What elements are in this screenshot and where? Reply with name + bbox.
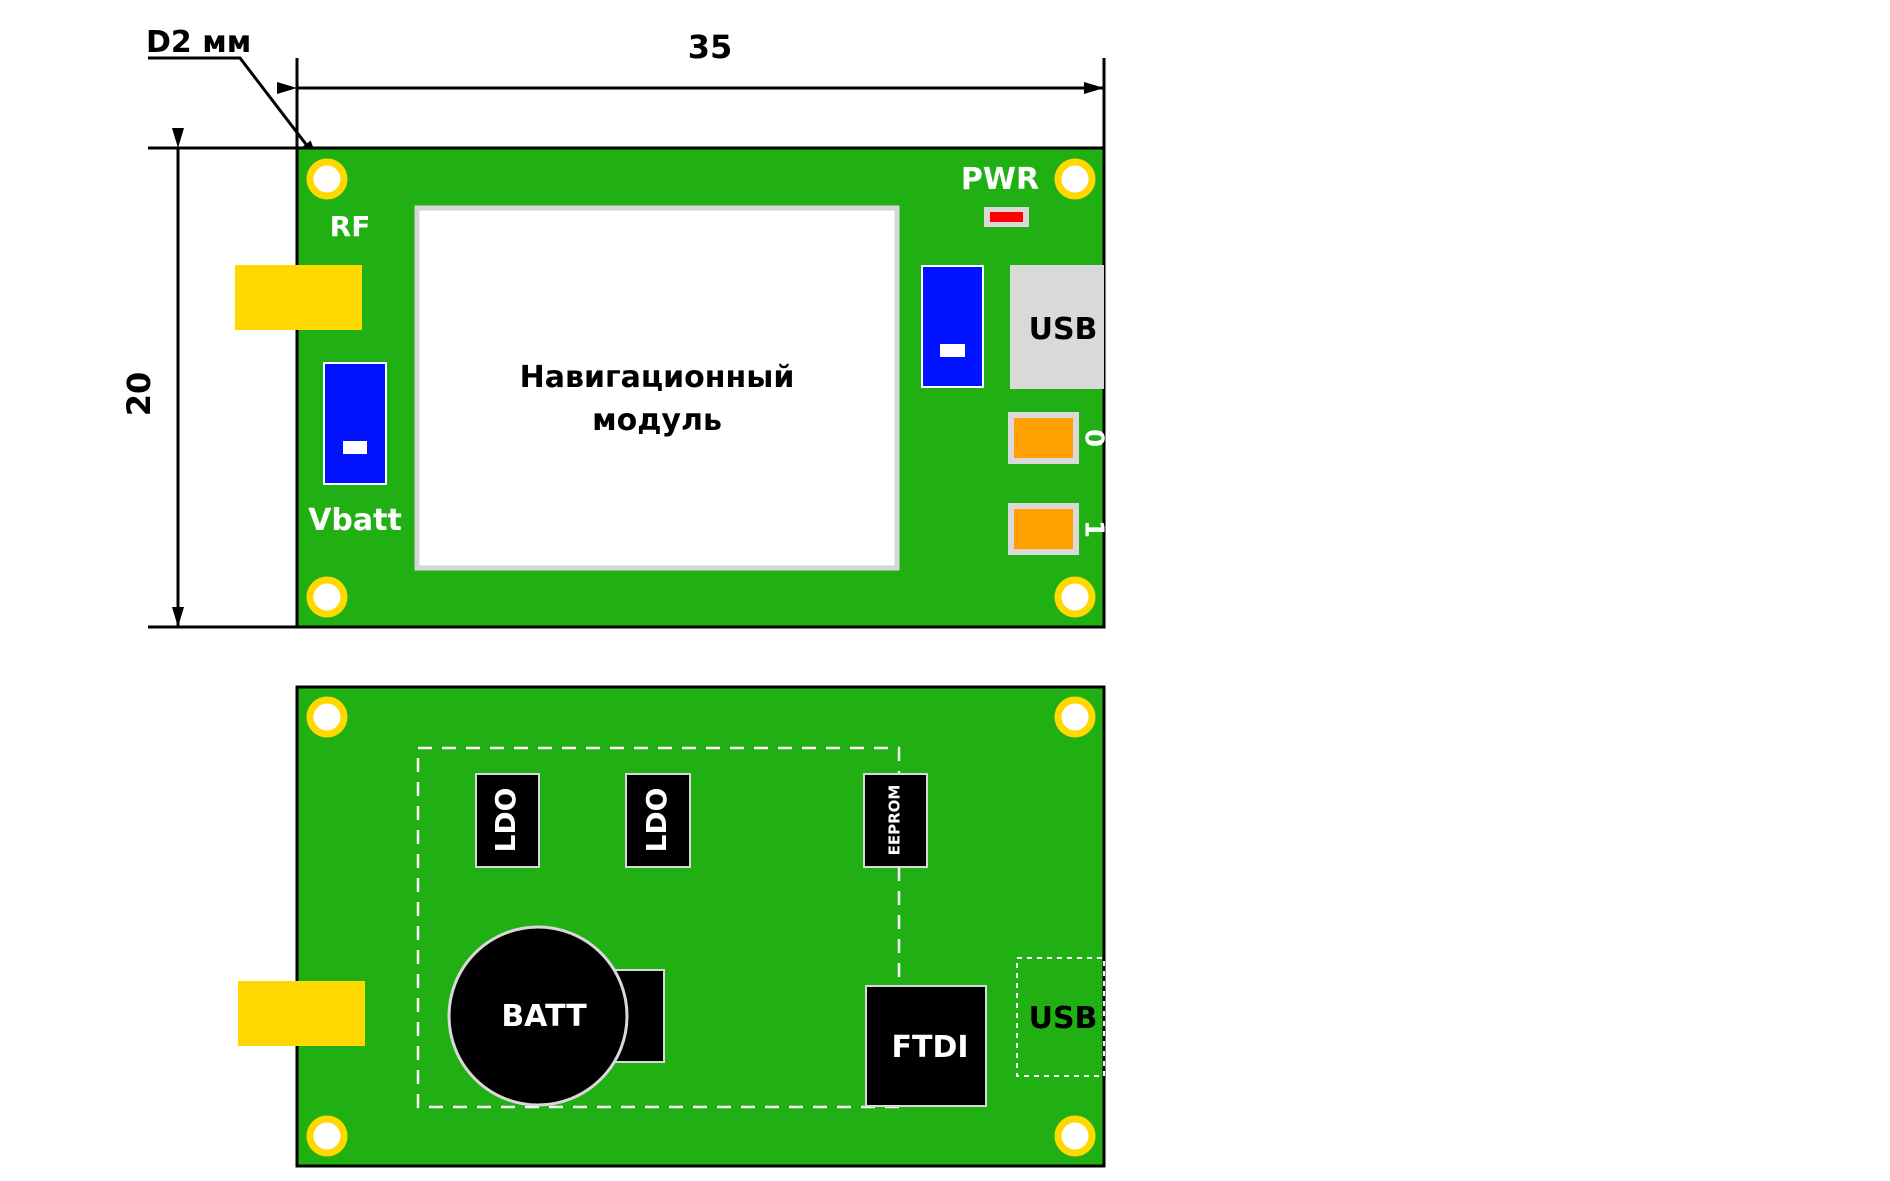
ftdi-chip-icon xyxy=(865,985,987,1107)
led-0-icon xyxy=(1008,412,1079,464)
ldo-2-label: LDO xyxy=(640,788,673,853)
height-dimension-label: 20 xyxy=(120,372,158,417)
eeprom-label: EEPROM xyxy=(886,785,904,856)
ftdi-label: FTDI xyxy=(891,1030,968,1065)
mounting-hole-icon xyxy=(1054,576,1096,618)
usb-footprint-icon xyxy=(1016,957,1105,1077)
battery-label: BATT xyxy=(501,999,587,1034)
width-dimension-label: 35 xyxy=(688,28,733,66)
ldo-1-label: LDO xyxy=(489,788,522,853)
hole-diameter-label: D2 мм xyxy=(146,25,251,60)
vbatt-switch-icon xyxy=(323,362,387,485)
vbatt-label: Vbatt xyxy=(308,503,402,538)
navigation-module xyxy=(414,205,900,571)
mounting-hole-icon xyxy=(306,696,348,738)
usb-label-bottom: USB xyxy=(1029,1001,1098,1036)
dimension-annotations: 35 20 D2 мм xyxy=(120,25,1106,629)
mounting-hole-icon xyxy=(306,1115,348,1157)
boot-switch-icon xyxy=(921,265,984,388)
mounting-hole-icon xyxy=(1054,696,1096,738)
navigation-module-label-line1: Навигационный xyxy=(520,360,795,395)
led-1-label: 1 xyxy=(1079,520,1109,538)
mounting-hole-icon xyxy=(306,158,348,200)
mounting-hole-icon xyxy=(1054,158,1096,200)
rf-connector-icon xyxy=(238,981,365,1046)
vbatt-switch-knob xyxy=(343,441,367,454)
hole-leader-line xyxy=(148,56,320,161)
usb-connector-icon xyxy=(1010,265,1104,389)
navigation-module-label-line2: модуль xyxy=(592,403,722,438)
rf-connector-icon xyxy=(235,265,362,330)
usb-label-top: USB xyxy=(1029,312,1098,347)
pwr-label: PWR xyxy=(961,162,1039,197)
ldo-2-chip-icon xyxy=(625,773,691,868)
rf-label: RF xyxy=(330,210,371,243)
pcb-bottom-view: LDO LDO EEPROM BATT FTDI USB xyxy=(238,685,1106,1168)
boot-switch-knob xyxy=(940,344,965,357)
led-0-label: 0 xyxy=(1079,429,1109,447)
ldo-1-chip-icon xyxy=(475,773,540,868)
led-1-icon xyxy=(1008,503,1079,555)
eeprom-chip-icon xyxy=(863,773,928,868)
pcb-top-view: RF Vbatt Навигационный модуль PWR USB 0 … xyxy=(235,146,1109,629)
mounting-hole-icon xyxy=(1054,1115,1096,1157)
pwr-led-light xyxy=(990,212,1023,222)
battery-icon xyxy=(447,925,629,1107)
module-footprint-outline xyxy=(416,746,901,1109)
mounting-hole-icon xyxy=(306,576,348,618)
